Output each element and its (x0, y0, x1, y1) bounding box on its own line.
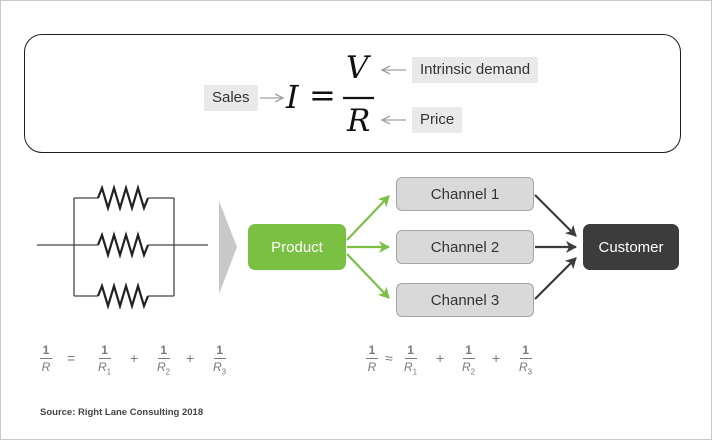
intrinsic-demand-tag: Intrinsic demand (412, 57, 539, 83)
right-eq-relation: ≈ (385, 350, 393, 366)
channel-1-to-customer-arrow (534, 194, 577, 237)
sales-tag: Sales (204, 85, 258, 111)
source-note: Source: Right Lane Consulting 2018 (40, 407, 204, 418)
channel-3-to-customer-arrow (534, 257, 577, 300)
left-eq-lhs-fraction: 1 R (40, 343, 52, 375)
channel-3-node: Channel 3 (396, 283, 534, 317)
right-eq-lhs-fraction: 1 R (366, 343, 378, 375)
denominator-variable: R (347, 103, 371, 139)
left-eq-term-3: 1 R3 (213, 343, 227, 377)
customer-node: Customer (583, 224, 679, 270)
right-eq-plus-1: + (436, 350, 445, 366)
channel-1-node: Channel 1 (396, 177, 534, 211)
price-tag: Price (412, 107, 463, 133)
product-to-channel-3-arrow (346, 253, 390, 299)
resistor-2-icon (96, 231, 150, 259)
current-variable: I (286, 78, 299, 116)
product-to-channel-1-arrow (346, 195, 390, 241)
left-eq-plus-2: + (186, 350, 195, 366)
product-node: Product (248, 224, 346, 270)
right-eq-term-3: 1 R3 (519, 343, 533, 377)
numerator-variable: V (346, 50, 369, 86)
left-eq-term-2: 1 R2 (157, 343, 171, 377)
right-eq-term-1: 1 R1 (404, 343, 418, 377)
left-eq-relation: = (67, 350, 76, 366)
left-eq-plus-1: + (130, 350, 139, 366)
channel-2-node: Channel 2 (396, 230, 534, 264)
resistor-1-icon (96, 184, 150, 212)
right-eq-plus-2: + (492, 350, 501, 366)
resistor-3-icon (96, 282, 150, 310)
chevron-right-icon (219, 201, 237, 294)
formula-box (24, 34, 681, 153)
parallel-resistor-circuit (37, 184, 208, 310)
left-eq-term-1: 1 R1 (98, 343, 112, 377)
right-eq-term-2: 1 R2 (462, 343, 476, 377)
equals-sign: = (309, 76, 336, 114)
